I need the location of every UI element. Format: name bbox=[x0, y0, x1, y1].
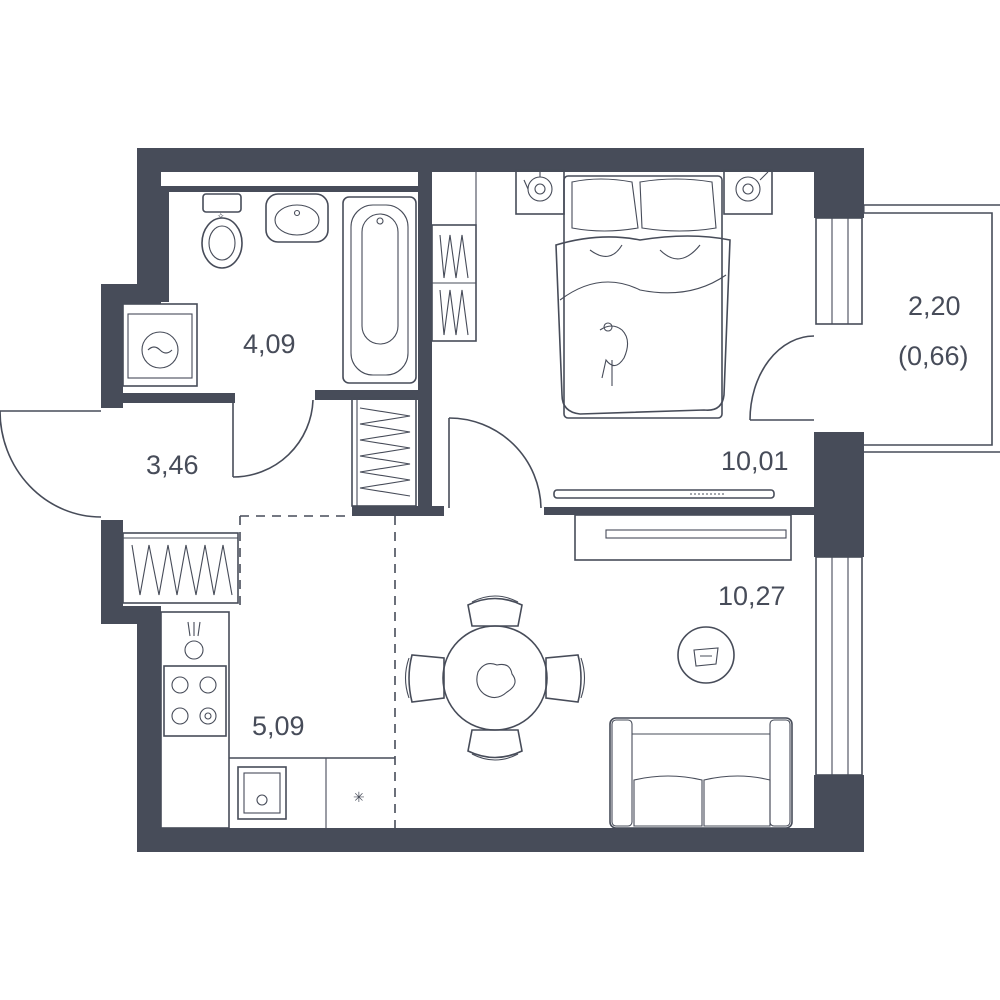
toilet-icon: ✧ bbox=[201, 193, 243, 269]
right-wall-top bbox=[814, 148, 864, 218]
hall-closet bbox=[351, 397, 417, 507]
hall-fixtures bbox=[0, 397, 417, 828]
kitchen-area: 5,09 bbox=[252, 711, 305, 741]
hall-wardrobe bbox=[122, 532, 239, 604]
sink-icon bbox=[265, 193, 329, 243]
walls bbox=[101, 148, 864, 852]
tv-cabinet bbox=[574, 514, 792, 561]
right-wall-mid bbox=[814, 432, 864, 557]
bedroom-fixtures bbox=[431, 169, 815, 509]
top-wall bbox=[137, 148, 864, 172]
kitchen-sink-icon bbox=[237, 766, 287, 820]
bathroom-door bbox=[232, 399, 314, 478]
living-window bbox=[815, 556, 863, 776]
right-wall-bottom bbox=[814, 775, 864, 852]
kitchen-fixtures: ✳ bbox=[160, 611, 395, 829]
balcony-reduced-area: (0,66) bbox=[898, 341, 969, 371]
fridge-icon: ✳ bbox=[353, 790, 365, 806]
balcony-door bbox=[749, 335, 815, 421]
chair-right bbox=[545, 654, 586, 703]
sofa-icon bbox=[609, 717, 793, 829]
bath-top-line bbox=[161, 186, 418, 192]
round-rug-icon bbox=[677, 626, 735, 684]
nightstand-right bbox=[723, 169, 773, 215]
hood-icon bbox=[184, 621, 204, 660]
kitchen-counter bbox=[160, 611, 230, 829]
tv-stand bbox=[553, 489, 775, 499]
bedroom-area: 10,01 bbox=[721, 446, 789, 476]
chair-left bbox=[404, 654, 445, 703]
balcony bbox=[863, 204, 1000, 453]
cat-icon bbox=[599, 322, 629, 386]
living-area: 10,27 bbox=[718, 581, 786, 611]
bathtub-icon bbox=[342, 196, 417, 384]
hall-area: 3,46 bbox=[146, 450, 199, 480]
chair-bottom bbox=[467, 729, 523, 761]
bath-left-wall bbox=[161, 192, 169, 302]
bath-bedroom-wall bbox=[418, 172, 432, 512]
bathroom-fixtures: ✧ bbox=[122, 193, 417, 478]
left-wall-mid bbox=[101, 520, 123, 624]
interior-walls bbox=[123, 172, 814, 516]
bedroom-living-wall bbox=[544, 507, 814, 515]
bathroom-area: 4,09 bbox=[243, 329, 296, 359]
left-wall-laundry bbox=[101, 284, 123, 408]
bottom-wall bbox=[137, 828, 864, 852]
bed-icon bbox=[555, 175, 731, 419]
nightstand-left bbox=[515, 169, 565, 215]
bedroom-door bbox=[448, 417, 542, 509]
left-wall-upper bbox=[137, 148, 161, 288]
windows bbox=[815, 217, 863, 776]
closet-wall bbox=[352, 506, 444, 516]
bedroom-shelves bbox=[431, 172, 477, 342]
stove-icon bbox=[163, 665, 227, 737]
bath-hall-wall-left bbox=[123, 393, 235, 403]
svg-text:✧: ✧ bbox=[217, 212, 225, 222]
area-labels: 4,09 3,46 5,09 10,01 10,27 2,20 (0,66) bbox=[146, 291, 969, 741]
washing-machine-icon bbox=[122, 303, 198, 387]
balcony-area: 2,20 bbox=[908, 291, 961, 321]
left-wall-step-lower bbox=[101, 606, 161, 624]
entrance-door bbox=[0, 410, 102, 518]
living-fixtures bbox=[404, 514, 793, 829]
bedroom-window bbox=[815, 217, 863, 325]
left-wall-lower bbox=[137, 606, 161, 852]
bath-hall-wall-right bbox=[315, 390, 432, 400]
chair-top bbox=[467, 595, 523, 627]
dining-table-icon bbox=[404, 595, 586, 761]
